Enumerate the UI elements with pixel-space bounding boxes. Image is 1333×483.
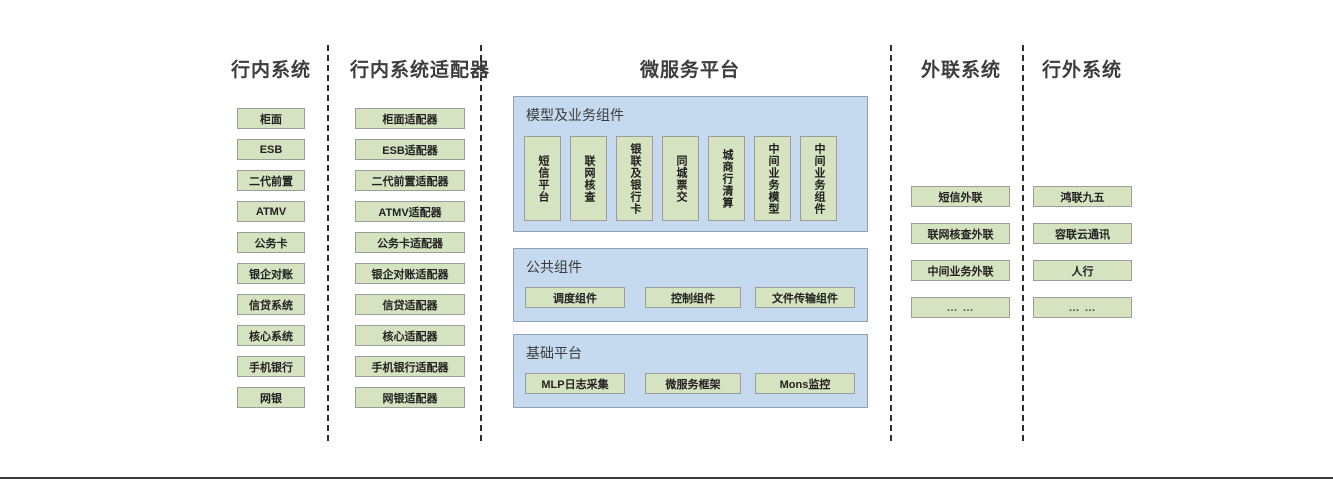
inner-adapter-box[interactable]: 柜面适配器 [355,108,465,129]
outside-bank-system-box[interactable]: 容联云通讯 [1033,223,1132,244]
model-component-label: 联网核查 [583,154,595,203]
external-link-system-box[interactable]: 短信外联 [911,186,1010,207]
model-component-label: 城商行清算 [721,148,733,209]
model-component-label: 短信平台 [537,154,549,203]
inner-adapter-box[interactable]: ESB适配器 [355,139,465,160]
inner-adapter-box[interactable]: ATMV适配器 [355,201,465,222]
inner-adapter-box[interactable]: 信贷适配器 [355,294,465,315]
inner-system-box[interactable]: 核心系统 [237,325,305,346]
column-separator-1 [327,45,329,441]
base-platform-box[interactable]: 微服务框架 [645,373,741,394]
inner-system-box[interactable]: 信贷系统 [237,294,305,315]
inner-system-box[interactable]: 网银 [237,387,305,408]
outside-bank-system-box-ellipsis[interactable]: … … [1033,297,1132,318]
column-separator-2 [480,45,482,441]
column-separator-4 [1022,45,1024,441]
inner-adapter-box[interactable]: 公务卡适配器 [355,232,465,253]
outside-bank-system-box[interactable]: 鸿联九五 [1033,186,1132,207]
inner-system-box[interactable]: 二代前置 [237,170,305,191]
column-header-outside-bank-systems: 行外系统 [1041,60,1122,81]
model-component-box[interactable]: 银联及银行卡 [616,136,653,221]
column-header-microservice-platform: 微服务平台 [639,60,740,81]
model-component-box[interactable]: 中间业务模型 [754,136,791,221]
model-component-box[interactable]: 中间业务组件 [800,136,837,221]
model-component-label: 银联及银行卡 [629,142,641,215]
model-component-box[interactable]: 联网核查 [570,136,607,221]
model-component-label: 同城票交 [675,154,687,203]
inner-system-box[interactable]: ATMV [237,201,305,222]
outside-bank-system-box[interactable]: 人行 [1033,260,1132,281]
inner-system-box[interactable]: 手机银行 [237,356,305,377]
model-component-box[interactable]: 短信平台 [524,136,561,221]
inner-system-box[interactable]: 银企对账 [237,263,305,284]
common-component-box[interactable]: 调度组件 [525,287,625,308]
panel-base-platform: 基础平台 [513,334,868,408]
inner-adapter-box[interactable]: 银企对账适配器 [355,263,465,284]
panel-title-common-components: 公共组件 [526,259,582,275]
model-component-box[interactable]: 城商行清算 [708,136,745,221]
inner-adapter-box[interactable]: 手机银行适配器 [355,356,465,377]
inner-system-box[interactable]: 公务卡 [237,232,305,253]
inner-adapter-box[interactable]: 二代前置适配器 [355,170,465,191]
base-platform-box[interactable]: Mons监控 [755,373,855,394]
model-component-label: 中间业务组件 [813,142,825,215]
external-link-system-box-ellipsis[interactable]: … … [911,297,1010,318]
inner-adapter-box[interactable]: 核心适配器 [355,325,465,346]
panel-title-model-business-components: 模型及业务组件 [526,107,624,123]
common-component-box[interactable]: 文件传输组件 [755,287,855,308]
external-link-system-box[interactable]: 中间业务外联 [911,260,1010,281]
panel-title-base-platform: 基础平台 [526,345,582,361]
page-bottom-rule [0,477,1333,479]
inner-system-box[interactable]: ESB [237,139,305,160]
model-component-box[interactable]: 同城票交 [662,136,699,221]
column-header-inner-systems: 行内系统 [230,60,311,81]
model-component-label: 中间业务模型 [767,142,779,215]
inner-system-box[interactable]: 柜面 [237,108,305,129]
column-separator-3 [890,45,892,441]
inner-adapter-box[interactable]: 网银适配器 [355,387,465,408]
base-platform-box[interactable]: MLP日志采集 [525,373,625,394]
column-header-inner-adapters: 行内系统适配器 [349,60,490,81]
external-link-system-box[interactable]: 联网核查外联 [911,223,1010,244]
column-header-external-link-systems: 外联系统 [920,60,1001,81]
common-component-box[interactable]: 控制组件 [645,287,741,308]
panel-common-components: 公共组件 [513,248,868,322]
